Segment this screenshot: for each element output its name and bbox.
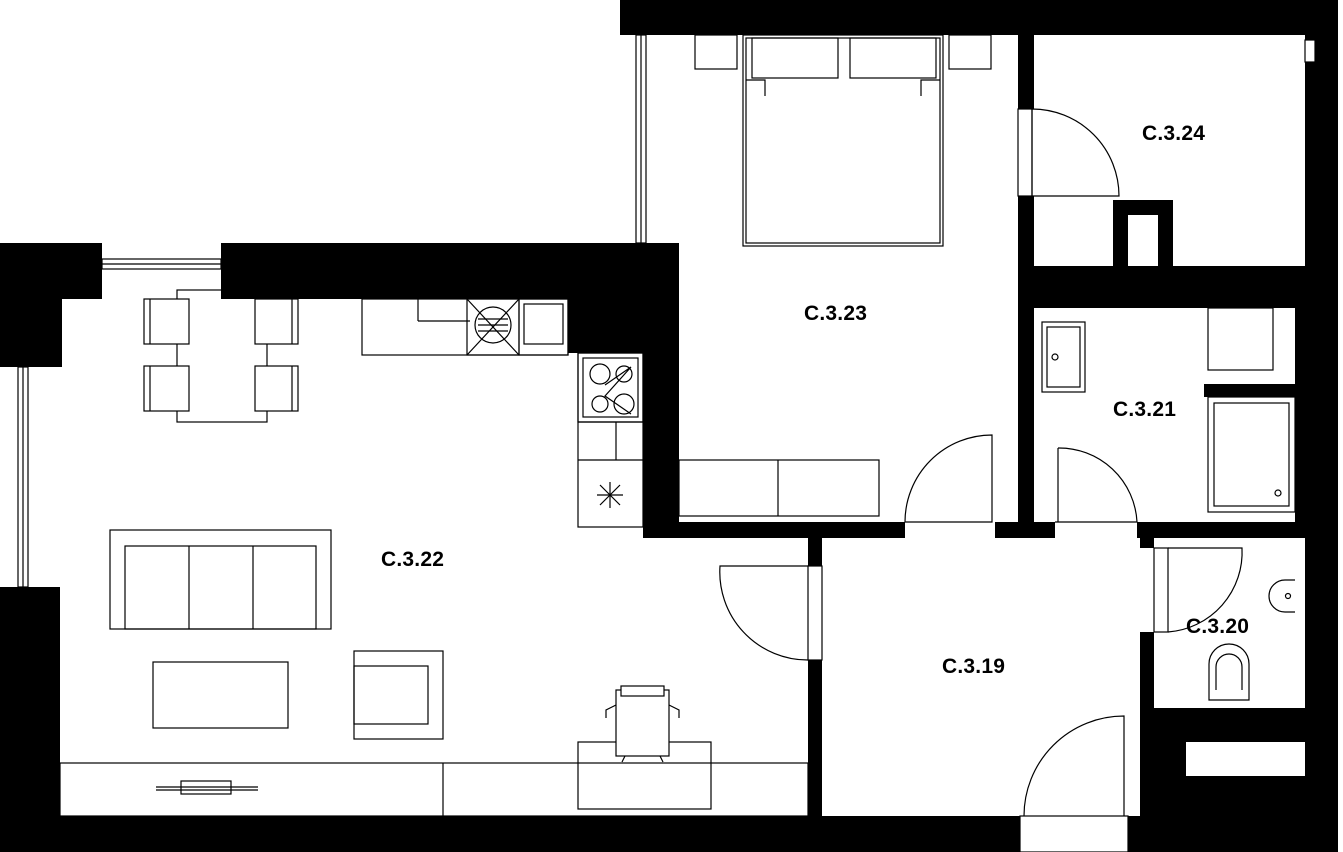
washbasin-icon — [1268, 579, 1295, 613]
armchair-icon — [353, 650, 444, 740]
washing-machine-icon — [466, 298, 520, 356]
dining-table-icon — [143, 289, 299, 423]
sofa-icon — [109, 529, 332, 630]
room-label-c320: C.3.20 — [1186, 615, 1249, 638]
room-labels: C.3.24 C.3.23 C.3.21 C.3.22 C.3.20 C.3.1… — [381, 122, 1249, 678]
kitchen-sink-icon — [518, 298, 569, 356]
office-chair-icon — [605, 685, 680, 763]
room-label-c322: C.3.22 — [381, 548, 444, 571]
room-label-c321: C.3.21 — [1113, 398, 1176, 421]
doors — [719, 108, 1243, 852]
fridge-icon — [597, 482, 623, 508]
bathtub-icon — [1207, 396, 1296, 513]
washbasin-icon — [1041, 321, 1086, 393]
bed-icon — [694, 34, 992, 247]
toilet-icon — [1208, 643, 1250, 701]
cabinet-icon — [1207, 307, 1274, 371]
stove-icon — [577, 352, 644, 423]
room-label-c319: C.3.19 — [942, 655, 1005, 678]
coffee-table-icon — [152, 661, 289, 729]
room-label-c323: C.3.23 — [804, 302, 867, 325]
wardrobe-icon — [678, 459, 880, 517]
windows — [17, 34, 1316, 588]
room-label-c324: C.3.24 — [1142, 122, 1205, 145]
tv-icon — [59, 762, 809, 817]
